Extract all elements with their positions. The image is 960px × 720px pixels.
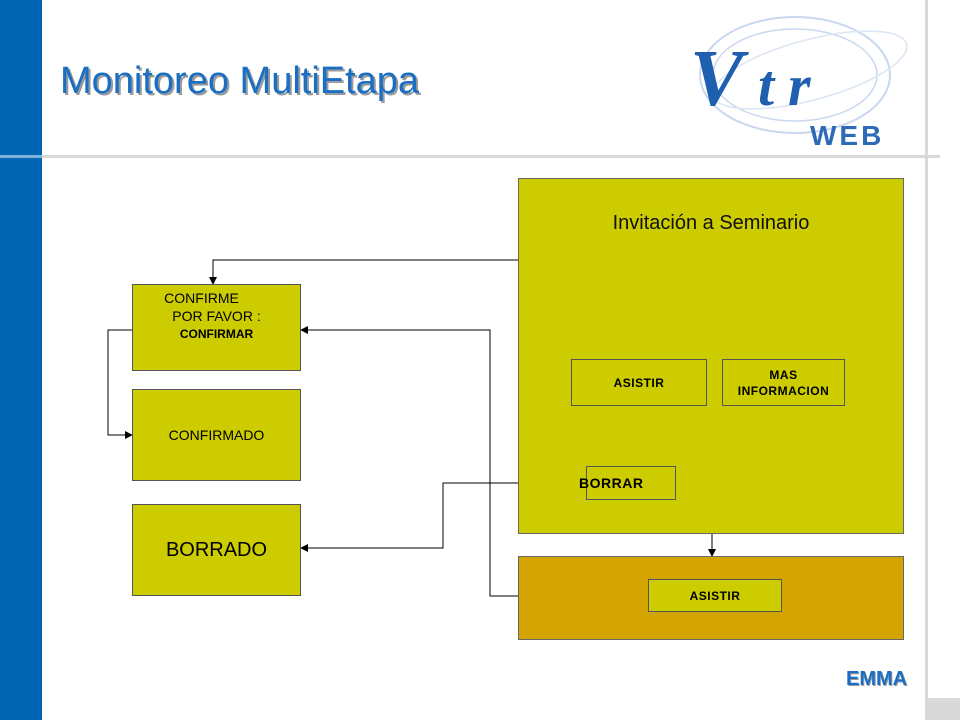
footer-label: EMMA xyxy=(846,668,908,690)
borrado-state-box: BORRADO xyxy=(132,504,301,596)
connector-borrar-to-borrado xyxy=(300,482,586,552)
seminar-invitation-title: Invitación a Seminario xyxy=(612,212,810,234)
asistir-followup-label: ASISTIR xyxy=(689,588,741,603)
mas-informacion-label-line2: INFORMACION xyxy=(737,383,830,398)
confirmado-label: CONFIRMADO xyxy=(168,427,265,443)
confirme-line3: CONFIRMAR xyxy=(179,327,254,341)
right-divider xyxy=(925,0,928,720)
header-divider-accent xyxy=(0,155,42,158)
vtr-web-logo: V t r WEB xyxy=(690,16,908,150)
confirmado-state-box: CONFIRMADO xyxy=(132,389,301,481)
svg-text:t: t xyxy=(758,53,776,118)
asistir-button[interactable]: ASISTIR xyxy=(571,359,707,406)
seminar-invitation-panel xyxy=(518,178,904,534)
asistir-button-label: ASISTIR xyxy=(613,375,665,390)
borrar-button[interactable]: BORRAR xyxy=(579,466,676,500)
mas-informacion-label-line1: MAS xyxy=(769,367,798,382)
borrado-label: BORRADO xyxy=(165,538,268,561)
connector-confirme-to-confirmado xyxy=(107,329,133,439)
borrar-button-label: BORRAR xyxy=(579,475,644,491)
svg-text:V: V xyxy=(690,35,749,123)
confirme-line1: CONFIRME xyxy=(164,290,239,306)
page-title: Monitoreo MultiEtapa xyxy=(60,60,420,102)
header-divider xyxy=(0,155,940,158)
corner-decoration xyxy=(928,698,960,720)
svg-text:r: r xyxy=(788,53,811,118)
confirme-state-box: CONFIRME POR FAVOR : CONFIRMAR xyxy=(132,284,301,371)
asistir-followup-button[interactable]: ASISTIR xyxy=(648,579,782,612)
mas-informacion-button[interactable]: MAS INFORMACION xyxy=(722,359,845,406)
confirme-line2: POR FAVOR : xyxy=(172,308,261,324)
logo-web-text: WEB xyxy=(810,120,884,150)
left-sidebar-band xyxy=(0,0,42,720)
